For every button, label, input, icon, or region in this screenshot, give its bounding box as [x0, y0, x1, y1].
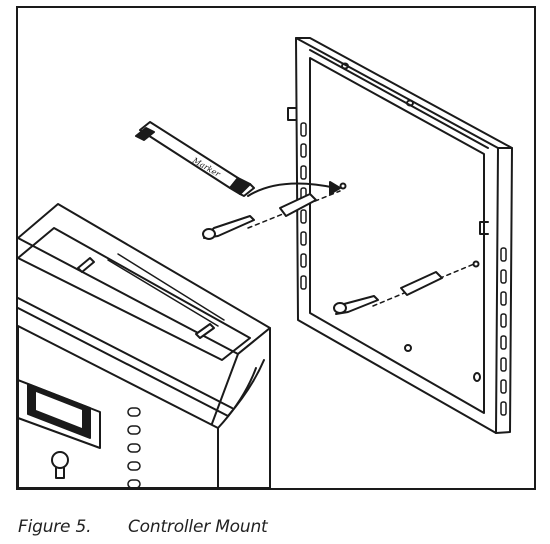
figure-frame: Marker	[16, 6, 536, 490]
marker-pen: Marker	[135, 121, 255, 197]
controller-mount-illustration: Marker	[18, 37, 513, 488]
figure-number: Figure 5.	[18, 517, 92, 537]
mounting-bracket	[287, 37, 513, 434]
screw-anchor-top	[202, 190, 341, 240]
figure-title: Controller Mount	[128, 517, 268, 537]
screw-anchor-bottom	[333, 263, 475, 315]
marking-arrow	[247, 182, 337, 197]
controller-body	[18, 203, 271, 488]
figure-caption: Figure 5. Controller Mount	[18, 517, 268, 537]
